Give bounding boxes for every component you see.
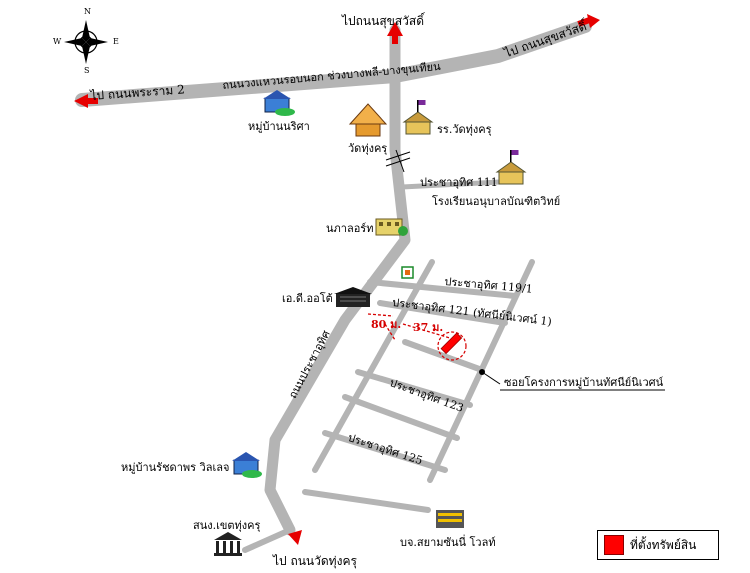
compass-e: E	[113, 37, 119, 46]
factory-icon	[436, 510, 464, 528]
soi-111-label: ประชาอุทิศ 111	[420, 176, 498, 189]
building-icon	[375, 218, 408, 236]
distance-80m: 80 ม.	[371, 318, 402, 331]
school-wat-label: รร.วัดทุ่งครุ	[437, 123, 492, 136]
kindergarten-icon	[495, 150, 527, 185]
distance-37m: 37 ม.	[413, 321, 444, 334]
compass-icon	[64, 20, 108, 64]
village-ratchadaphon-icon	[232, 452, 262, 478]
legend: ที่ตั้งทรัพย์สิน	[597, 530, 719, 560]
arrow-right-icon	[587, 14, 600, 28]
direction-sukhasawat-top: ไปถนนสุขสวัสดิ์	[342, 14, 425, 28]
legend-swatch	[604, 535, 624, 555]
direction-arrows	[74, 14, 600, 545]
measurement-lines	[367, 313, 451, 341]
bridge-mark	[385, 149, 411, 173]
soi-project-label: ซอยโครงการหมู่บ้านทัศนีย์นิเวศน์	[504, 376, 664, 389]
arrow-left-icon	[74, 94, 88, 108]
siam-company-label: บจ.สยามซันนี่ โวลท์	[400, 536, 496, 549]
wat-thung-khru-label: วัดทุ่งครุ	[348, 142, 388, 155]
legend-label: ที่ตั้งทรัพย์สิน	[630, 537, 697, 552]
police-office-label: สนง.เขตทุ่งครุ	[193, 519, 261, 532]
ad-auto-label: เอ.ดี.ออโต้	[282, 292, 333, 305]
village-narisa-icon	[263, 90, 295, 116]
village-narisa-label: หมู่บ้านนริศา	[248, 120, 310, 133]
arrow-down-icon	[288, 530, 302, 545]
kindergarten-label: โรงเรียนอนุบาลบัณฑิตวิทย์	[432, 195, 561, 208]
village-ratchadaphon-label: หมู่บ้านรัชดาพร วิลเลจ	[121, 461, 230, 474]
direction-wat-thung-khru: ไป ถนนวัดทุ่งครุ	[273, 554, 357, 568]
naphaport-label: นภาลอร์ท	[326, 222, 374, 235]
compass-n: N	[84, 7, 91, 16]
compass-w: W	[53, 37, 62, 46]
pointer-line	[481, 371, 501, 385]
ad-auto-icon	[334, 287, 372, 307]
asset-location	[440, 332, 463, 355]
school-icon	[402, 100, 434, 135]
temple-icon	[348, 103, 388, 137]
convenience-store-icon	[401, 266, 414, 279]
arrow-up-icon	[387, 22, 403, 36]
government-office-icon	[214, 532, 242, 556]
asset-highlight-circle	[437, 331, 467, 361]
compass-s: S	[84, 66, 90, 75]
